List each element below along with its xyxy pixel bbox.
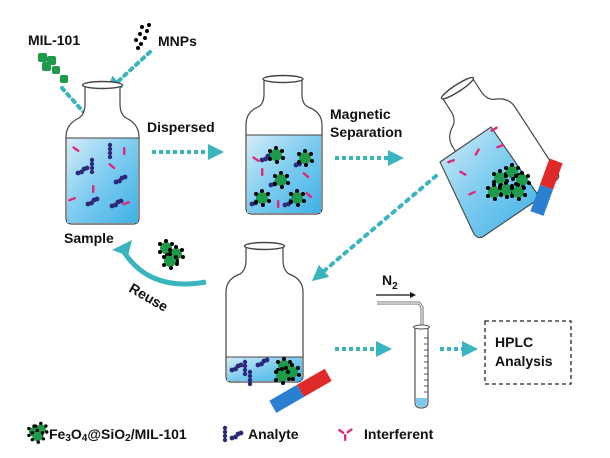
reuse-label: Reuse bbox=[127, 280, 172, 315]
eluted-bottle bbox=[225, 241, 304, 387]
composite-icon bbox=[27, 421, 49, 444]
reuse-arrow-icon bbox=[121, 250, 207, 287]
legend: Fe3O4@SiO2/MIL-101 Analyte Interferent bbox=[27, 421, 434, 444]
interferent-molecules bbox=[68, 146, 130, 206]
dispersed-bottle bbox=[245, 74, 323, 215]
sample-bottle bbox=[65, 80, 140, 225]
separation-label: Separation bbox=[330, 124, 402, 140]
dispersed-label: Dispersed bbox=[147, 119, 215, 135]
magnetic-label: Magnetic bbox=[330, 106, 391, 122]
magnet-icon-1 bbox=[530, 158, 563, 216]
n2-label: N2 bbox=[382, 272, 398, 292]
hplc-box bbox=[484, 320, 572, 385]
interferent-icon bbox=[338, 428, 353, 441]
mil101-crystals-icon bbox=[38, 53, 68, 83]
legend-interferent-label: Interferent bbox=[364, 426, 434, 442]
magnet-icon-2 bbox=[269, 368, 332, 413]
mil101-label: MIL-101 bbox=[28, 32, 80, 48]
analyte-icon bbox=[222, 425, 244, 443]
test-tube-icon bbox=[413, 324, 430, 409]
mnps-icon bbox=[134, 23, 151, 50]
transfer-arrow-icon bbox=[311, 174, 438, 282]
sample-label: Sample bbox=[64, 230, 114, 246]
analysis-label: Analysis bbox=[495, 353, 553, 369]
mnps-label: MNPs bbox=[158, 33, 197, 49]
legend-composite-label: Fe3O4@SiO2/MIL-101 bbox=[49, 426, 187, 444]
mnps-arrow-icon bbox=[106, 50, 152, 93]
hplc-label: HPLC bbox=[495, 334, 533, 350]
legend-analyte-label: Analyte bbox=[248, 426, 299, 442]
recovered-composite-icon bbox=[158, 239, 185, 270]
